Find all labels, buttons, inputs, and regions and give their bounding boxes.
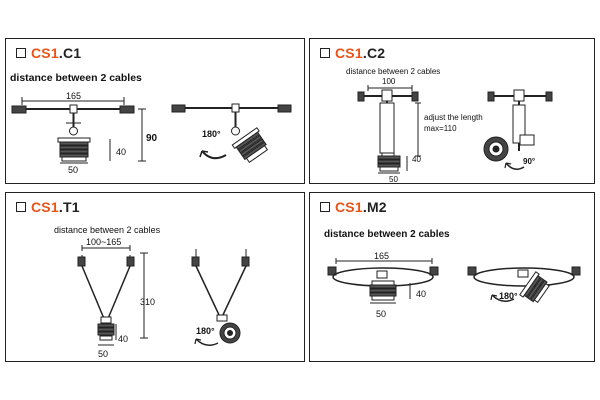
dim-width: 165	[374, 251, 390, 261]
dim-height: 310	[140, 297, 156, 307]
adjust-max-label: max=110	[424, 124, 457, 133]
dim-height: 90	[146, 133, 158, 144]
rotation-label: 90°	[523, 157, 536, 166]
dim-body: 40	[118, 334, 129, 344]
product-code: CS1.T1	[31, 199, 80, 215]
code-prefix: CS1	[335, 199, 363, 215]
dim-base: 50	[389, 175, 398, 184]
code-suffix: C2	[366, 45, 386, 61]
fixture-rotated-drawing	[483, 89, 553, 170]
panel-header: CS1.M2	[320, 199, 387, 215]
panel-cs1-t1: CS1.T1 distance between 2 cables 100~165…	[5, 192, 305, 362]
product-code: CS1.C1	[31, 45, 82, 61]
checkbox[interactable]	[320, 48, 330, 58]
checkbox[interactable]	[320, 202, 330, 212]
code-suffix: C1	[62, 45, 82, 61]
panel-header: CS1.T1	[16, 199, 80, 215]
fixture-front-drawing	[327, 258, 439, 304]
dim-body: 40	[116, 147, 127, 157]
rotation-label: 180°	[196, 326, 215, 336]
code-prefix: CS1	[31, 45, 59, 61]
fixture-front-drawing	[77, 245, 148, 346]
adjust-length-label: adjust the length	[424, 113, 483, 122]
code-suffix: M2	[366, 199, 387, 215]
dim-base: 50	[68, 165, 79, 175]
checkbox[interactable]	[16, 48, 26, 58]
panel-cs1-c1: CS1.C1 distance between 2 cables 165 90 …	[5, 38, 305, 184]
dimension-title: distance between 2 cables	[10, 72, 142, 84]
product-code: CS1.M2	[335, 199, 387, 215]
code-prefix: CS1	[31, 199, 59, 215]
checkbox[interactable]	[16, 202, 26, 212]
panel-header: CS1.C1	[16, 45, 81, 61]
dim-width: 165	[66, 91, 82, 101]
fixture-rotated-drawing	[171, 103, 292, 164]
rotation-label: 180°	[499, 291, 518, 301]
panel-cs1-m2: CS1.M2 distance between 2 cables 165 40 …	[309, 192, 595, 362]
panel-cs1-c2: CS1.C2 distance between 2 cables 100 adj…	[309, 38, 595, 184]
fixture-front-drawing	[357, 85, 421, 174]
dim-body: 40	[416, 289, 427, 299]
dim-base: 50	[98, 349, 109, 359]
panel-header: CS1.C2	[320, 45, 385, 61]
product-code: CS1.C2	[335, 45, 386, 61]
dimension-title: distance between 2 cables	[346, 67, 441, 76]
dim-width: 100	[382, 77, 396, 86]
dimension-title: distance between 2 cables	[324, 229, 450, 240]
dim-body: 40	[412, 155, 421, 164]
fixture-rotated-drawing	[191, 249, 250, 346]
dimension-title: distance between 2 cables	[54, 225, 161, 235]
fixture-front-drawing	[11, 97, 146, 164]
dim-base: 50	[376, 309, 387, 319]
rotation-label: 180°	[202, 129, 221, 139]
dim-width: 100~165	[86, 237, 122, 247]
code-prefix: CS1	[335, 45, 363, 61]
code-suffix: T1	[62, 199, 80, 215]
fixture-rotated-drawing	[467, 266, 581, 304]
